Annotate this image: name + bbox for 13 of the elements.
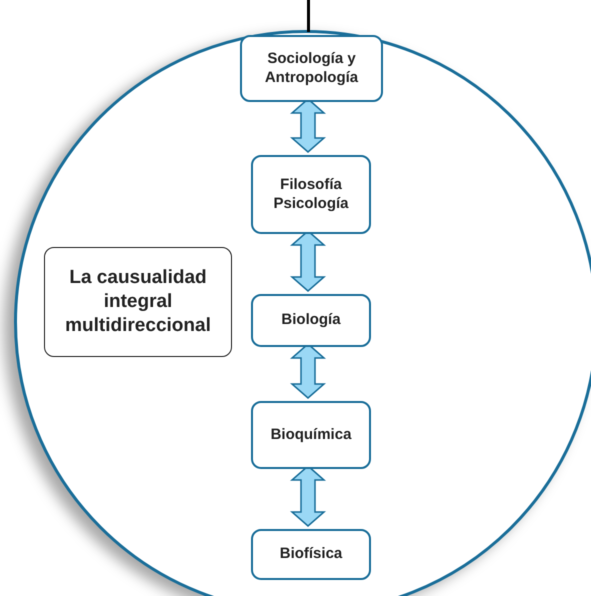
discipline-label: Biofísica [280, 545, 342, 564]
discipline-label: Biología [281, 311, 341, 330]
connector-line [307, 0, 310, 32]
discipline-box [251, 294, 371, 347]
discipline-box [251, 155, 371, 234]
title-text: La causualidad integral multidireccional [64, 266, 212, 338]
discipline-box [251, 401, 371, 469]
discipline-label: Sociología y Antropología [264, 50, 360, 88]
discipline-box [240, 35, 383, 102]
discipline-box [251, 529, 371, 580]
discipline-label: Bioquímica [270, 426, 352, 444]
discipline-label: Filosofía Psicología [272, 176, 350, 214]
title-box [44, 247, 232, 357]
